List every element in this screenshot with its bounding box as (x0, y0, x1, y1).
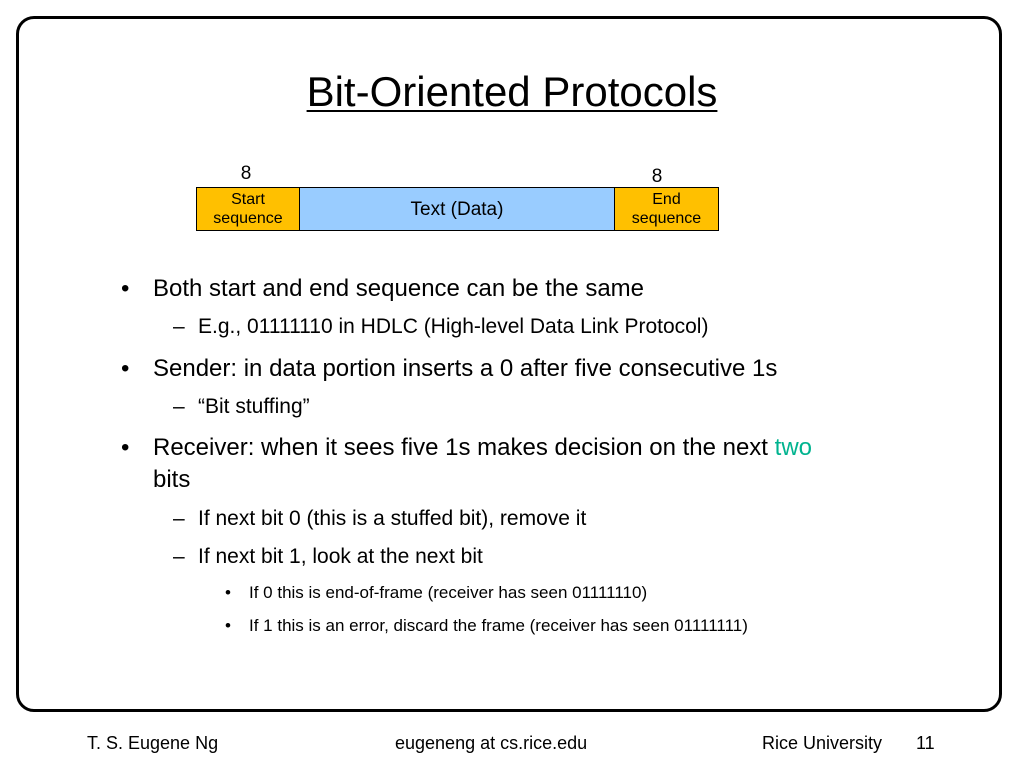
data-field: Text (Data) (299, 188, 615, 230)
bullet-3-sub-1: If next bit 0 (this is a stuffed bit), r… (198, 507, 587, 530)
footer-page-number: 11 (916, 733, 935, 753)
start-sequence-field: Start sequence (197, 188, 299, 230)
footer-email: eugeneng at cs.rice.edu (395, 733, 588, 753)
end-bit-count: 8 (651, 166, 663, 187)
bullet-marker: • (225, 616, 231, 635)
data-field-label: Text (Data) (410, 198, 504, 220)
bullet-marker: • (121, 434, 130, 461)
footer-institution: Rice University (762, 733, 883, 753)
bullet-2-sub-1: “Bit stuffing” (198, 395, 310, 418)
bullet-3-text: Receiver: when it sees five 1s makes dec… (153, 434, 775, 461)
bullet-3-sub-2-sub-1: If 0 this is end-of-frame (receiver has … (249, 583, 648, 602)
slide-title: Bit-Oriented Protocols (306, 68, 718, 115)
dash-marker: – (173, 315, 185, 338)
bullet-marker: • (225, 583, 231, 602)
bullet-3-line-2: bits (153, 466, 191, 493)
dash-marker: – (173, 545, 185, 568)
end-sequence-label-line1: End (652, 191, 681, 208)
bullet-1: Both start and end sequence can be the s… (153, 275, 645, 302)
dash-marker: – (173, 395, 185, 418)
footer-author: T. S. Eugene Ng (87, 733, 219, 753)
start-sequence-label-line2: sequence (213, 210, 283, 227)
bullet-3-sub-2-sub-2: If 1 this is an error, discard the frame… (249, 616, 748, 635)
bullet-1-sub-1: E.g., 01111110 in HDLC (High-level Data … (198, 315, 709, 338)
dash-marker: – (173, 507, 185, 530)
start-bit-count: 8 (240, 163, 252, 184)
slide-border (16, 16, 1002, 712)
bullet-3-accent-word: two (774, 434, 813, 461)
bullet-2: Sender: in data portion inserts a 0 afte… (153, 355, 778, 382)
bullet-marker: • (121, 355, 130, 382)
frame-diagram: Start sequence Text (Data) End sequence (196, 187, 719, 231)
end-sequence-field: End sequence (615, 188, 718, 230)
start-sequence-label-line1: Start (231, 191, 265, 208)
bullet-marker: • (121, 275, 130, 302)
bullet-3-sub-2: If next bit 1, look at the next bit (198, 545, 483, 568)
bullet-3-line-1: Receiver: when it sees five 1s makes dec… (153, 434, 812, 462)
end-sequence-label-line2: sequence (631, 210, 702, 227)
